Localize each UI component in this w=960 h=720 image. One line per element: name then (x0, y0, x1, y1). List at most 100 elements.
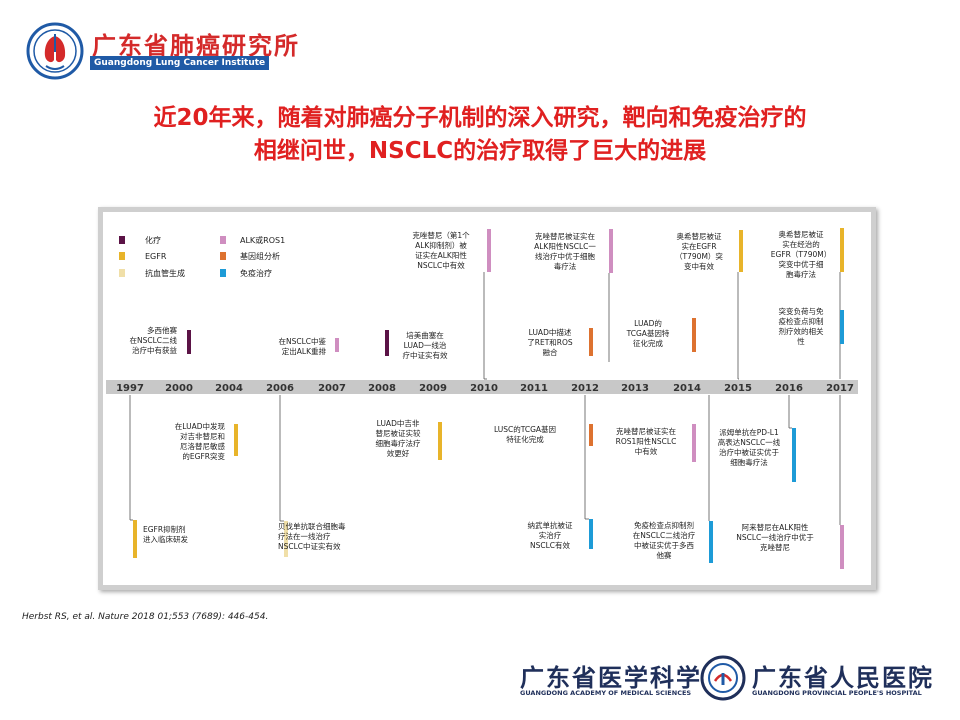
legend-swatch-immuno (220, 269, 226, 277)
year-label-2013: 2013 (621, 383, 649, 394)
event-line: NSCLC一线治疗中优于 (736, 532, 814, 542)
year-label-2008: 2008 (368, 383, 396, 394)
slide-title-line-2: 相继问世，NSCLC的治疗取得了巨大的进展 (253, 138, 707, 164)
event-line: 克唑替尼 (760, 542, 790, 552)
event-line: NSCLC有效 (530, 540, 571, 550)
year-label-2014: 2014 (673, 383, 701, 394)
event-bar-pemetrexed (385, 330, 389, 356)
event-bar-luad-ret-ros (589, 328, 593, 356)
event-line: 对吉非替尼和 (180, 431, 225, 441)
event-line: 实在EGFR (681, 241, 716, 251)
event-line: （T790M）突 (675, 251, 723, 261)
year-label-2007: 2007 (318, 383, 346, 394)
event-bar-tmb (840, 310, 844, 344)
event-line: 派姆单抗在PD-L1 (719, 427, 779, 437)
citation: Herbst RS, et al. Nature 2018 01;553 (76… (22, 612, 269, 622)
event-bar-ici-first-line (709, 521, 713, 563)
event-text-ici-first-line: 免疫检查点抑制剂在NSCLC二线治疗中被证实优于多西他赛 (633, 520, 696, 560)
event-line: 性 (797, 336, 805, 346)
event-bar-luad-tcga (692, 318, 696, 352)
event-line: LUAD中描述 (529, 327, 572, 337)
event-bar-egfr-tki (133, 520, 137, 558)
event-line: 培美曲塞在 (406, 330, 444, 340)
event-line: 实治疗 (539, 530, 562, 540)
event-line: 克唑替尼（第1个 (412, 230, 470, 240)
event-line: ROS1阳性NSCLC (616, 436, 677, 446)
year-label-2011: 2011 (520, 383, 548, 394)
event-line: 的EGFR突变 (182, 451, 225, 461)
event-text-egfr-tki: EGFR抑制剂进入临床研发 (143, 524, 188, 544)
gams-name-cn: 广东省医学科学院 (520, 663, 728, 692)
legend-swatch-egfr (119, 252, 125, 260)
event-line: 纳武单抗被证 (528, 520, 573, 530)
event-line: 免疫检查点抑制剂 (634, 520, 694, 530)
event-bar-crizotinib-first (487, 229, 491, 272)
hospital-seal-logo (700, 655, 746, 701)
lung-cancer-institute-logo (26, 22, 84, 80)
event-line: 证实在ALK阳性 (415, 250, 467, 260)
legend-label-chemo: 化疗 (145, 235, 161, 245)
event-line: 细胞毒疗法 (730, 457, 768, 467)
event-line: 特征化完成 (506, 434, 544, 444)
event-line: 了RET和ROS (527, 338, 573, 347)
event-line: 融合 (543, 347, 558, 357)
event-line: 替尼被证实较 (376, 428, 421, 438)
event-line: 效更好 (387, 448, 410, 458)
year-label-2017: 2017 (826, 383, 854, 394)
year-label-2006: 2006 (266, 383, 294, 394)
event-bar-egfr-mut (234, 424, 238, 456)
event-line: 征化完成 (633, 338, 663, 348)
event-bar-crizotinib-ros1 (692, 424, 696, 462)
event-line: 奥希替尼被证 (677, 231, 722, 241)
legend-swatch-chemo (119, 236, 125, 244)
event-line: 胞毒疗法 (786, 269, 816, 279)
event-bar-nivolumab (589, 519, 593, 549)
event-line: ALK抑制剂）被 (415, 240, 467, 250)
event-line: 中有效 (635, 446, 658, 456)
event-line: LUAD的 (634, 318, 662, 328)
event-text-egfr-mut: 在LUAD中发现对吉非替尼和厄洛替尼敏感的EGFR突变 (175, 421, 226, 461)
event-line: TCGA基因特 (626, 328, 670, 338)
event-text-alk: 在NSCLC中鉴定出ALK重排 (278, 336, 326, 356)
event-line: EGFR抑制剂 (143, 524, 186, 534)
event-text-tmb: 突变负荷与免疫检查点抑制剂疗效的相关性 (779, 306, 824, 346)
year-label-2000: 2000 (165, 383, 193, 394)
event-line: LUAD中吉非 (377, 418, 420, 428)
year-label-1997: 1997 (116, 383, 144, 394)
event-line: 克唑替尼被证实在 (535, 231, 595, 241)
event-line: 克唑替尼被证实在 (616, 426, 676, 436)
event-text-docetaxel: 多西他赛在NSCLC二线治疗中有获益 (129, 325, 177, 355)
event-line: 突变负荷与免 (779, 306, 824, 316)
legend-swatch-genomic (220, 252, 226, 260)
event-line: 厄洛替尼敏感 (180, 441, 225, 451)
legend-label-genomic: 基因组分析 (240, 251, 280, 261)
event-line: 毒疗法 (554, 261, 577, 271)
event-text-osimertinib-t790m: 奥希替尼被证实在EGFR（T790M）突变中有效 (675, 231, 723, 271)
event-bar-osimertinib-t790m (739, 230, 743, 272)
event-bar-alectinib (840, 525, 844, 569)
event-line: NSCLC中有效 (417, 260, 465, 270)
event-line: 阿来替尼在ALK阳性 (742, 522, 809, 532)
event-line: 多西他赛 (147, 325, 177, 335)
year-label-2015: 2015 (724, 383, 752, 394)
event-line: 在NSCLC二线 (129, 335, 177, 345)
event-line: EGFR（T790M） (771, 250, 831, 259)
event-bar-osimertinib-superior (840, 228, 844, 272)
event-line: 中被证实优于多西 (634, 540, 694, 550)
event-line: 进入临床研发 (143, 534, 188, 544)
event-line: 定出ALK重排 (282, 346, 327, 356)
event-line: 突变中优于细 (779, 259, 824, 269)
event-line: 线治疗中优于细胞 (535, 251, 595, 261)
event-bar-bevacizumab (284, 521, 288, 557)
institute-name-en: Guangdong Lung Cancer Institute (90, 56, 270, 70)
event-text-gefitinib-luad: LUAD中吉非替尼被证实较细胞毒疗法疗效更好 (376, 418, 421, 458)
